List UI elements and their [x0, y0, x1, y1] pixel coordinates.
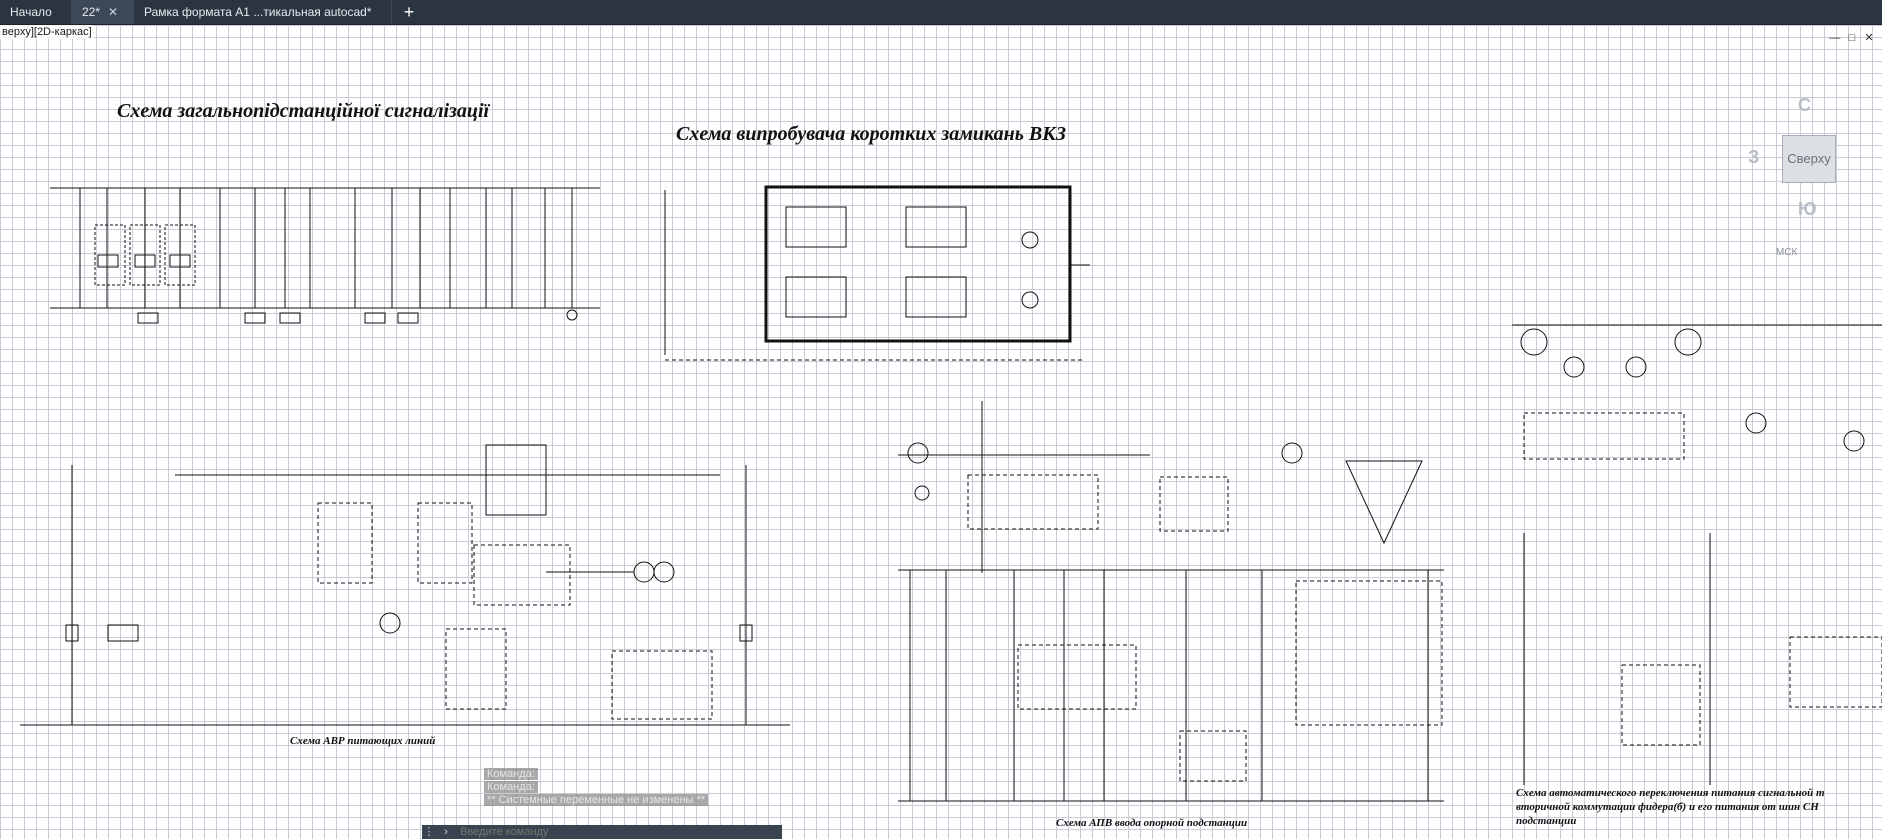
command-history-line: Команда: — [484, 781, 538, 793]
minimize-icon[interactable]: — — [1829, 32, 1841, 44]
command-search-icon[interactable]: › — [444, 826, 448, 838]
viewcube-west-label[interactable]: З — [1748, 147, 1760, 167]
command-history: Команда: Команда: ** Системные переменны… — [484, 768, 709, 807]
title-vkz-scheme: Схема випробувача коротких замикань ВКЗ — [676, 123, 1067, 145]
viewcube-north-label[interactable]: С — [1798, 95, 1811, 115]
document-tab-bar: Начало 22* ✕ Рамка формата А1 ...тикальна… — [0, 0, 1882, 25]
apv-scheme-lines — [898, 401, 1444, 802]
viewcube-top-face[interactable]: Сверху — [1782, 135, 1836, 183]
new-tab-button[interactable]: + — [403, 2, 415, 22]
caption-switch-line-2: вторичной коммутации фидера(б) и его пит… — [1516, 801, 1819, 813]
command-line[interactable]: ⋮ › — [422, 825, 782, 839]
command-history-line: ** Системные переменные не изменены ** — [484, 794, 709, 806]
tab-frame-a1[interactable]: Рамка формата А1 ...тикальная autocad* — [134, 0, 392, 24]
restore-icon[interactable]: □ — [1848, 32, 1856, 44]
avr-scheme-lines — [20, 444, 790, 726]
command-settings-icon[interactable]: ⋮ — [423, 826, 435, 838]
command-history-line: Команда: — [484, 768, 538, 780]
viewcube[interactable]: С З Сверху Ю МСК — [1740, 65, 1880, 265]
tab-start[interactable]: Начало — [0, 0, 72, 24]
viewport-label[interactable]: верху][2D-каркас] — [0, 25, 94, 39]
caption-apv: Схема АПВ ввода опорной подстанции — [1056, 817, 1248, 829]
tab-label: Рамка формата А1 ...тикальная autocad* — [144, 5, 372, 19]
drawing-canvas[interactable]: верху][2D-каркас] — □ ✕ Схема загальнопі… — [0, 25, 1882, 839]
caption-switch-line-3: подстанции — [1516, 815, 1577, 827]
close-icon[interactable]: ✕ — [1864, 32, 1874, 44]
schematic-drawing — [20, 185, 1882, 802]
caption-avr: Схема АВР питающих линий — [290, 735, 436, 747]
switchover-scheme-lines — [1512, 324, 1882, 785]
close-icon[interactable]: ✕ — [108, 5, 119, 19]
tab-drawing-22[interactable]: 22* ✕ — [72, 0, 134, 24]
signal-scheme-lines — [50, 187, 600, 324]
command-input[interactable] — [460, 826, 721, 838]
viewcube-south-label[interactable]: Ю — [1798, 199, 1817, 219]
vkz-scheme-lines — [664, 185, 1090, 361]
caption-switch-line-1: Схема автоматического переключения питан… — [1516, 787, 1825, 799]
tab-label: 22* — [82, 5, 101, 19]
ucs-menu[interactable]: МСК — [1776, 247, 1798, 258]
title-signal-scheme: Схема загальнопідстанційної сигналізації — [117, 100, 490, 122]
tab-label: Начало — [10, 5, 52, 19]
viewport-window-controls: — □ ✕ — [1828, 31, 1876, 44]
